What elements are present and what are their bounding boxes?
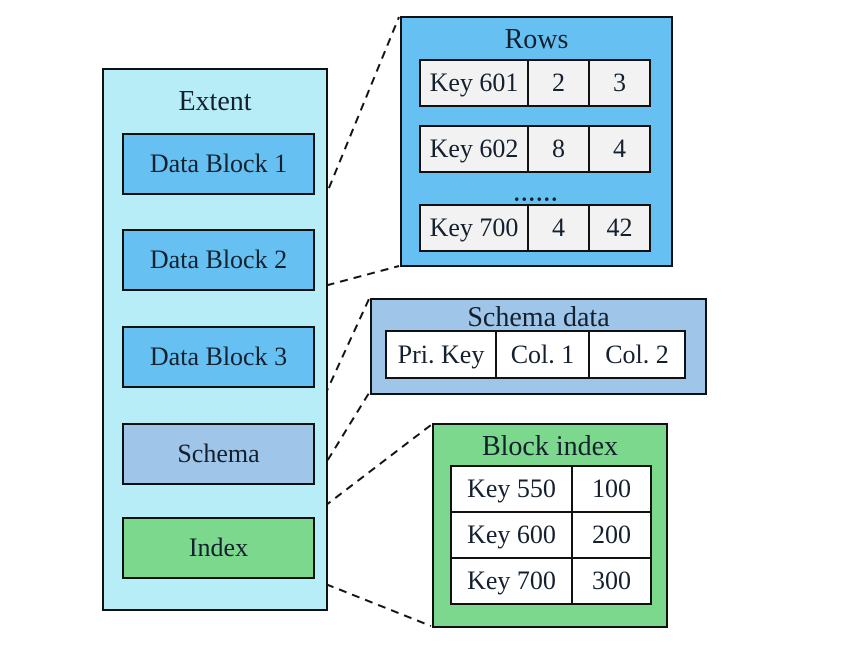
rows-ellipsis: ...... [514, 181, 559, 206]
extent-title: Extent [178, 86, 252, 117]
rows-panel-title: Rows [504, 24, 569, 55]
row-entry-602: Key 602 8 4 [419, 125, 651, 173]
block-index-table: Key 550 100 Key 600 200 Key 700 300 [450, 465, 652, 605]
row-col2-cell: 3 [588, 59, 651, 107]
row-key-cell: Key 602 [419, 125, 529, 173]
row-col1-cell: 8 [527, 125, 590, 173]
row-key-cell: Key 601 [419, 59, 529, 107]
index-value-cell: 300 [571, 557, 652, 605]
schema-col1-cell: Col. 1 [495, 330, 590, 379]
row-col1-cell: 2 [527, 59, 590, 107]
row-entry-700: Key 700 4 42 [419, 204, 651, 252]
block-index-panel: Block index Key 550 100 Key 600 200 Key … [432, 423, 668, 628]
schema-col2-cell: Col. 2 [588, 330, 686, 379]
index-key-cell: Key 550 [450, 465, 573, 513]
schema-data-title: Schema data [467, 302, 610, 333]
block-data-2: Data Block 2 [122, 229, 315, 291]
row-key-cell: Key 700 [419, 204, 529, 252]
row-col2-cell: 42 [588, 204, 651, 252]
block-index-title: Block index [481, 431, 619, 462]
schema-prikey-cell: Pri. Key [385, 330, 497, 379]
row-col1-cell: 4 [527, 204, 590, 252]
block-data-1: Data Block 1 [122, 133, 315, 195]
rows-panel: Rows Key 601 2 3 Key 602 8 4 ...... Key … [400, 16, 673, 267]
index-entry-700: Key 700 300 [450, 557, 652, 605]
index-entry-550: Key 550 100 [450, 465, 652, 513]
connector-index-blockindex-bottom [312, 578, 432, 627]
extent-container: Extent Data Block 1 Data Block 2 Data Bl… [102, 68, 328, 611]
index-value-cell: 100 [571, 465, 652, 513]
schema-columns-row: Pri. Key Col. 1 Col. 2 [385, 330, 686, 379]
row-entry-601: Key 601 2 3 [419, 59, 651, 107]
block-data-3: Data Block 3 [122, 326, 315, 388]
block-schema: Schema [122, 423, 315, 485]
index-key-cell: Key 700 [450, 557, 573, 605]
index-value-cell: 200 [571, 511, 652, 559]
block-index: Index [122, 517, 315, 579]
connector-datablock2-rows-top [312, 16, 400, 228]
row-col2-cell: 4 [588, 125, 651, 173]
index-key-cell: Key 600 [450, 511, 573, 559]
schema-data-panel: Schema data Pri. Key Col. 1 Col. 2 [370, 298, 707, 395]
connector-index-blockindex-top [312, 424, 432, 516]
index-entry-600: Key 600 200 [450, 511, 652, 559]
